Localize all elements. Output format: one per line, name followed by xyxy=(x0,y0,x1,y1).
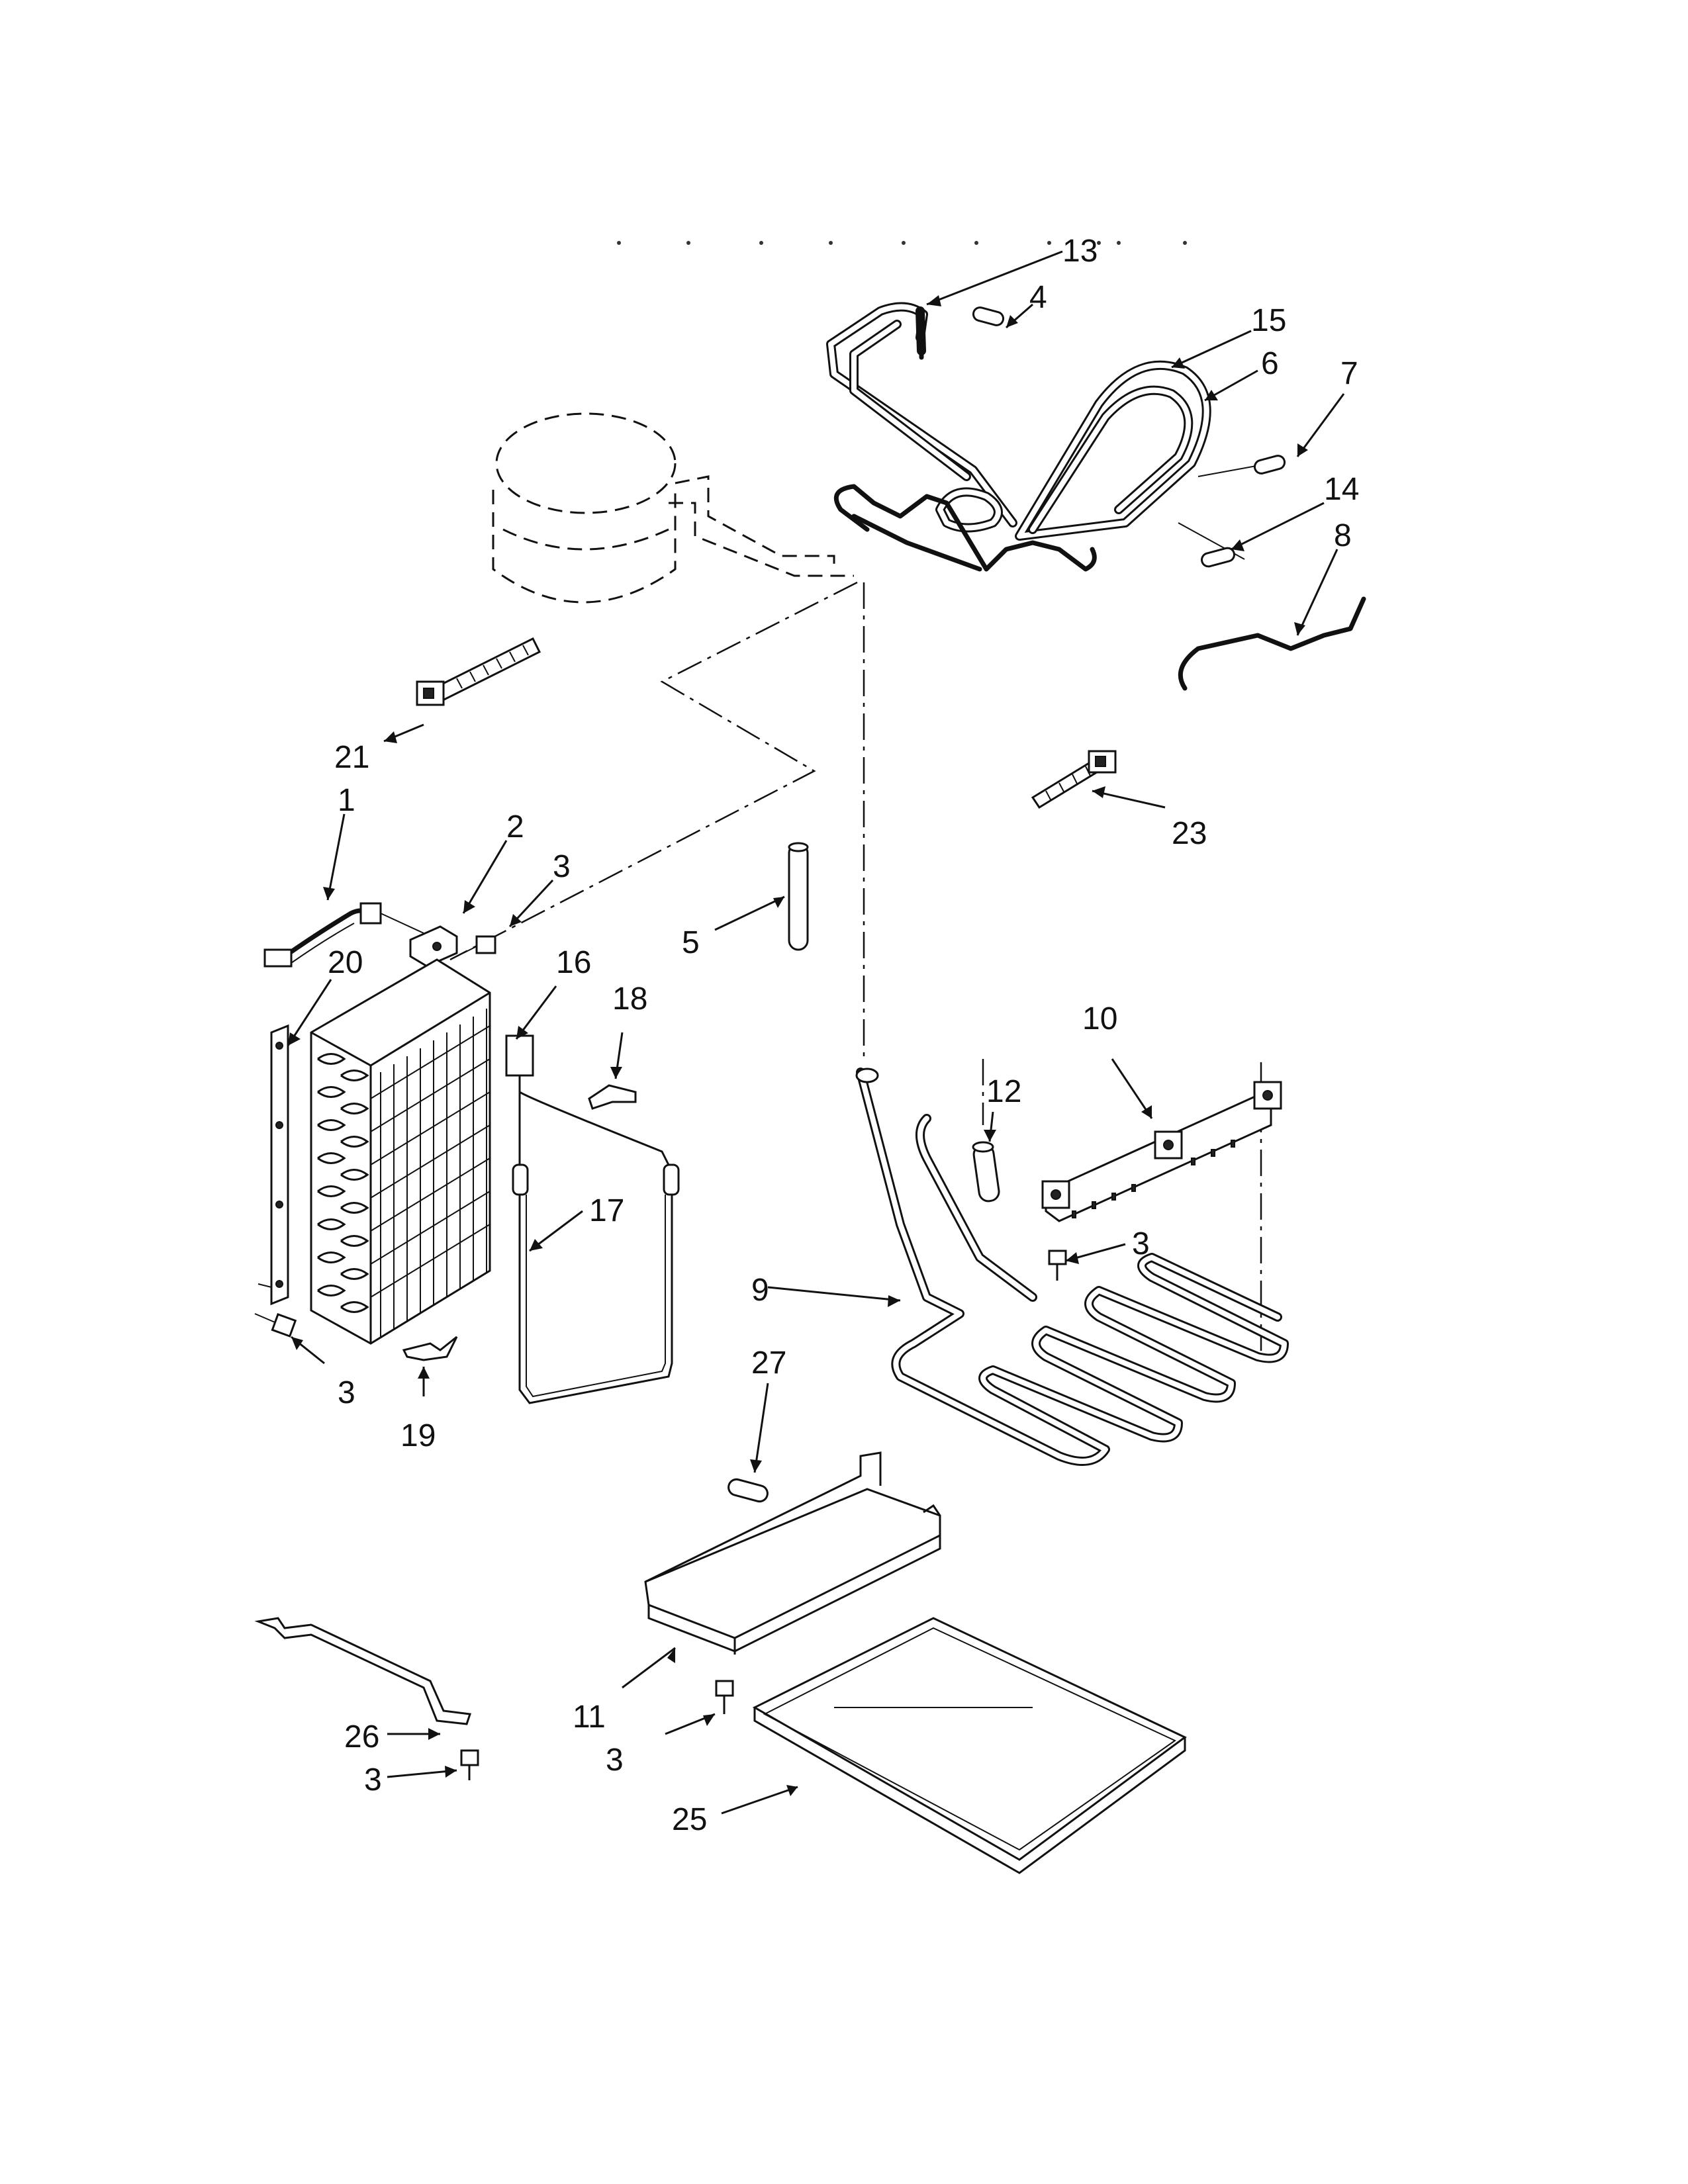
arrow-heads xyxy=(288,295,1308,1796)
callout-6: 6 xyxy=(1261,346,1279,381)
tube-part-5 xyxy=(788,842,809,951)
callout-3e: 3 xyxy=(364,1762,382,1797)
tube-part-12 xyxy=(972,1141,1000,1203)
cable-tie-23 xyxy=(1031,750,1117,809)
heater-17 xyxy=(505,1034,680,1404)
callout-3b: 3 xyxy=(1132,1226,1150,1261)
callout-5: 5 xyxy=(682,925,700,960)
drain-trough-11 xyxy=(644,1451,941,1655)
screw-part-3a xyxy=(463,935,496,954)
defrost-heater-9 xyxy=(855,1068,1289,1466)
callout-21: 21 xyxy=(334,740,369,775)
callout-11: 11 xyxy=(573,1700,606,1735)
clip-part-19 xyxy=(402,1336,458,1361)
callout-8: 8 xyxy=(1334,518,1352,553)
callout-14: 14 xyxy=(1324,472,1359,507)
callout-3d: 3 xyxy=(606,1743,624,1778)
evaporator-16 xyxy=(310,958,491,1345)
screw-part-3e xyxy=(460,1749,479,1780)
callout-9: 9 xyxy=(751,1273,769,1308)
wire-part-8 xyxy=(1178,596,1366,691)
screw-part-3b xyxy=(1048,1250,1067,1281)
callout-15: 15 xyxy=(1251,303,1286,338)
bracket-part-26 xyxy=(254,1617,472,1725)
clip-part-18 xyxy=(588,1084,637,1110)
drain-pan-25 xyxy=(752,1617,1187,1874)
tube-loop-assembly xyxy=(826,302,1211,572)
callout-4: 4 xyxy=(1029,280,1047,315)
short-tubes xyxy=(972,306,1286,568)
compressor-outline xyxy=(492,412,854,604)
callout-12: 12 xyxy=(986,1074,1021,1109)
callout-17: 17 xyxy=(589,1193,624,1228)
callout-23: 23 xyxy=(1172,816,1207,851)
screw-part-3d xyxy=(715,1680,734,1714)
callout-1: 1 xyxy=(338,783,355,818)
callout-13: 13 xyxy=(1062,234,1098,269)
side-bracket-20 xyxy=(258,1024,289,1306)
tube-part-27 xyxy=(727,1478,769,1503)
callout-25: 25 xyxy=(672,1802,707,1837)
callout-labels: 13 4 15 6 7 14 8 21 23 1 2 3 5 20 16 18 … xyxy=(328,234,1359,1837)
cable-tie-21 xyxy=(416,637,541,706)
callout-7: 7 xyxy=(1340,356,1358,391)
callout-3c: 3 xyxy=(338,1375,355,1410)
callout-2: 2 xyxy=(506,809,524,844)
callout-3a: 3 xyxy=(553,849,571,884)
screw-part-3c xyxy=(254,1313,297,1338)
callout-20: 20 xyxy=(328,945,363,980)
wire-harness-1 xyxy=(263,902,424,968)
callout-26: 26 xyxy=(344,1719,379,1754)
bracket-part-10 xyxy=(1041,1081,1282,1222)
callout-27: 27 xyxy=(751,1345,786,1381)
callout-10: 10 xyxy=(1082,1001,1117,1036)
bracket-part-2 xyxy=(409,925,458,968)
callout-19: 19 xyxy=(400,1418,436,1453)
scan-dots xyxy=(617,241,1187,245)
callout-16: 16 xyxy=(556,945,591,980)
callout-18: 18 xyxy=(612,981,647,1017)
